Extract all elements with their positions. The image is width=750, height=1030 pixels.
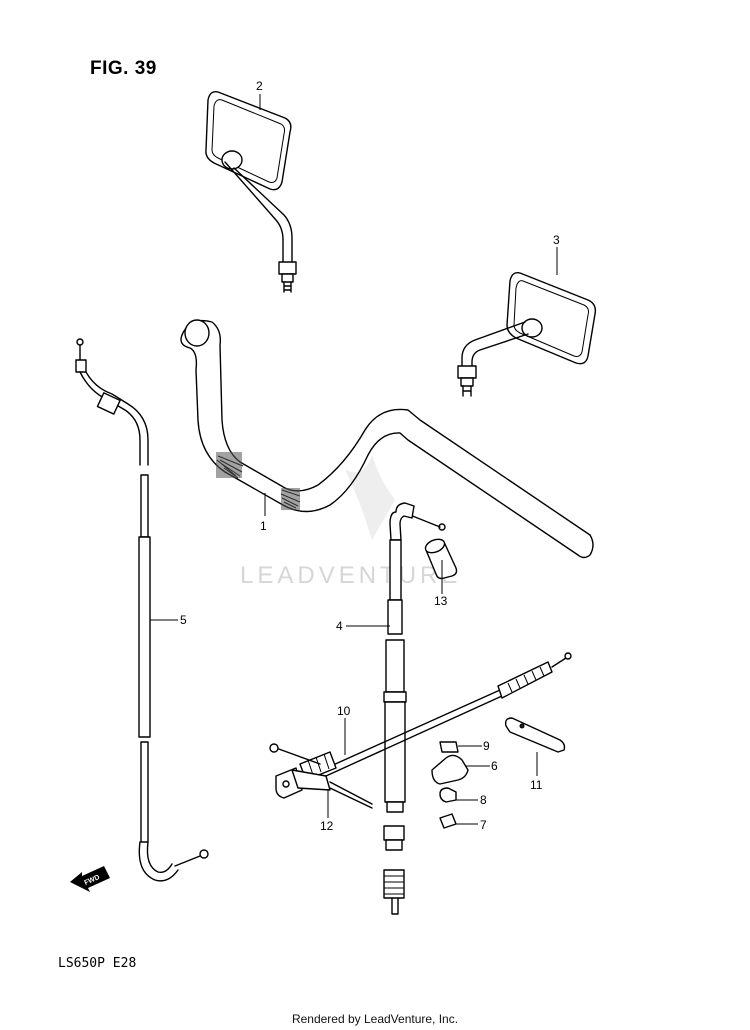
callout-5[interactable]: 5 [180, 613, 187, 627]
handlebar-knurling [216, 452, 301, 510]
watermark-flame-icon [345, 455, 395, 540]
callout-13[interactable]: 13 [434, 594, 448, 608]
callout-4[interactable]: 4 [336, 619, 343, 633]
clamp-assembly[interactable] [431, 741, 469, 829]
lever-bracket[interactable] [269, 743, 373, 809]
callout-7[interactable]: 7 [480, 818, 487, 832]
callout-9[interactable]: 9 [483, 739, 490, 753]
cable-diagonal[interactable] [299, 652, 572, 781]
callout-2[interactable]: 2 [256, 79, 263, 93]
grip-end-cap[interactable] [423, 537, 458, 580]
cable-left[interactable] [75, 338, 209, 882]
handlebar[interactable] [180, 319, 594, 559]
callout-11[interactable]: 11 [530, 778, 543, 792]
mirror-right[interactable] [457, 271, 597, 397]
leader-lines [150, 94, 558, 825]
callout-12[interactable]: 12 [320, 819, 334, 833]
fwd-arrow-icon: FWD [70, 866, 110, 892]
bracket[interactable] [504, 717, 566, 753]
mirror-left[interactable] [205, 90, 297, 293]
callout-6[interactable]: 6 [491, 759, 498, 773]
model-code: LS650P E28 [58, 956, 137, 971]
cable-center[interactable] [383, 502, 446, 915]
callouts: 2 3 1 13 4 5 10 12 11 9 6 8 7 [180, 79, 560, 833]
callout-3[interactable]: 3 [553, 233, 560, 247]
callout-8[interactable]: 8 [480, 793, 487, 807]
callout-10[interactable]: 10 [337, 704, 351, 718]
figure-title: FIG. 39 [90, 58, 157, 79]
watermark-logo: LEADVENTURE [240, 562, 462, 589]
render-credit: Rendered by LeadVenture, Inc. [291, 1012, 459, 1026]
callout-1[interactable]: 1 [260, 519, 267, 533]
